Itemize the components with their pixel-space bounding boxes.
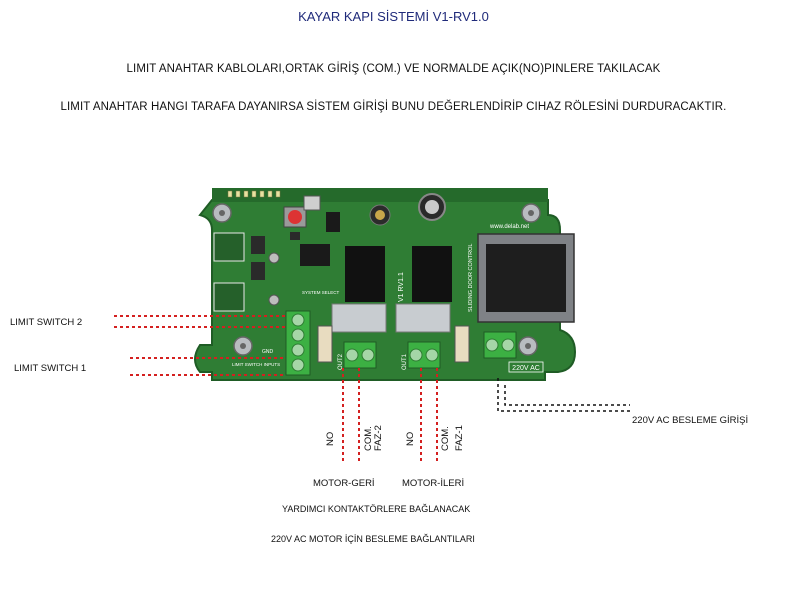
motor-output-wires: [342, 368, 438, 462]
instruction-line-1: LIMIT ANAHTAR KABLOLARI,ORTAK GİRİŞ (COM…: [126, 63, 661, 75]
pcb-board: 220V AC www.delab.net V1 RV1.1 SLIDING D…: [194, 188, 577, 381]
out1-faz-label: FAZ-1: [454, 425, 465, 451]
instruction-line-2: LIMIT ANAHTAR HANGI TARAFA DAYANIRSA SİS…: [60, 101, 727, 113]
mounting-hole-icon: [212, 203, 541, 356]
aux-contactors-label: YARDIMCI KONTAKTÖRLERE BAĞLANACAK: [282, 504, 471, 514]
ac-input-silk-label: 220V AC: [512, 365, 540, 372]
system-select-silk-label: SYSTEM SELECT: [302, 290, 340, 295]
out2-silk-label: OUT2: [338, 353, 344, 370]
limit-inputs-silk-label: LIMIT SWITCH INPUTS: [232, 362, 280, 367]
out2-faz-label: FAZ-2: [373, 425, 384, 451]
motor-back-label: MOTOR-GERİ: [313, 478, 375, 489]
motor-supply-label: 220V AC MOTOR İÇİN BESLEME BAĞLANTILARI: [271, 534, 475, 544]
gnd-silk-label: GND: [262, 349, 274, 355]
limit-switch-1-label: LIMIT SWITCH 1: [14, 363, 87, 374]
out1-com-label: COM.: [440, 426, 451, 451]
supply-wire: [497, 378, 630, 412]
out1-no-label: NO: [405, 431, 416, 446]
limit-switch-2-label: LIMIT SWITCH 2: [10, 317, 83, 328]
out2-no-label: NO: [325, 431, 336, 446]
limit-switch-wires: [114, 315, 286, 376]
page-title: KAYAR KAPI SİSTEMİ V1-RV1.0: [298, 9, 489, 24]
motor-forward-label: MOTOR-İLERİ: [402, 478, 465, 489]
version-silk-label: V1 RV1.1: [398, 272, 405, 302]
supply-input-label: 220V AC BESLEME GİRİŞİ: [632, 415, 749, 426]
website-silk-label: www.delab.net: [489, 224, 529, 230]
out1-silk-label: OUT1: [402, 353, 408, 370]
product-silk-label: SLIDING DOOR CONTROL: [468, 244, 474, 312]
